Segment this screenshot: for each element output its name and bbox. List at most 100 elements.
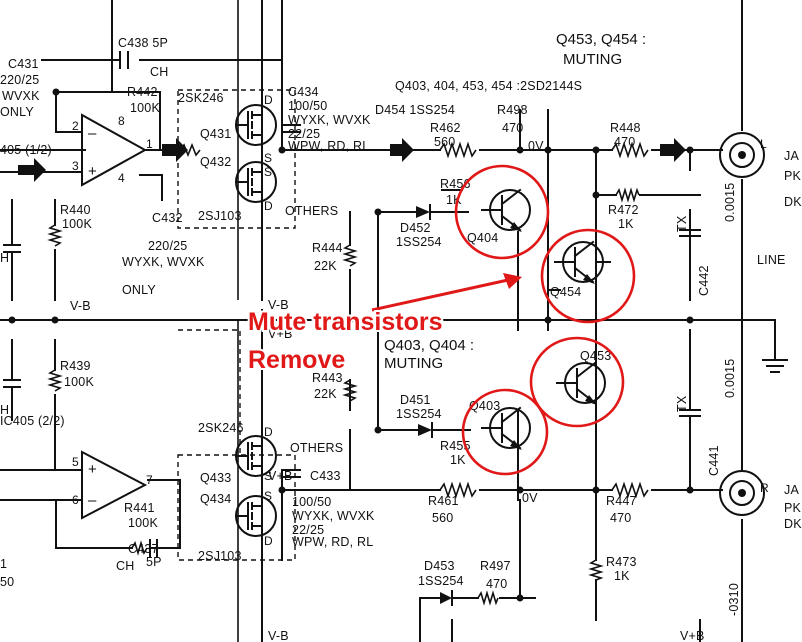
label-0v-top: 0V <box>528 139 544 153</box>
fet-q434 <box>235 495 277 537</box>
label-fet-type-1: 2SK246 <box>178 91 224 105</box>
pin-numbers: 8 1 4 2 3 5 6 7 <box>72 114 153 507</box>
label-ch-bottom: CH <box>116 559 134 573</box>
label-ic405-2: IC405 (2/2) <box>0 414 65 428</box>
signal-arrows <box>18 138 686 182</box>
label-c431: C431 220/25 WVXK ONLY <box>0 57 40 119</box>
svg-text:560: 560 <box>434 135 455 149</box>
svg-text:WVXK: WVXK <box>2 89 40 103</box>
label-d452: D452 1SS254 <box>396 221 441 249</box>
svg-text:R462: R462 <box>430 121 461 135</box>
svg-text:R448: R448 <box>610 121 641 135</box>
svg-text:S: S <box>264 489 272 503</box>
svg-text:H: H <box>0 403 9 417</box>
svg-text:6: 6 <box>72 493 79 507</box>
edge-fragments: H H 1 50 -0310 <box>0 251 741 616</box>
svg-text:JA: JA <box>784 483 799 497</box>
fet-q433 <box>235 435 277 477</box>
svg-text:D453: D453 <box>424 559 455 573</box>
svg-text:220/25: 220/25 <box>0 73 39 87</box>
capacitors <box>3 51 301 557</box>
svg-text:470: 470 <box>486 577 507 591</box>
svg-text:R443: R443 <box>312 371 343 385</box>
op-amp-ic405-1: – + <box>81 113 148 187</box>
svg-text:L: L <box>760 137 767 151</box>
svg-text:R440: R440 <box>60 203 91 217</box>
svg-text:D: D <box>264 93 273 107</box>
label-r443: R443 22K <box>312 371 343 401</box>
label-r444: R444 22K <box>312 241 343 273</box>
annotation-line-2: Remove <box>248 346 345 374</box>
label-r440: R440 100K <box>60 203 92 231</box>
resistors <box>47 141 649 606</box>
svg-text:S: S <box>264 469 272 483</box>
svg-text:100K: 100K <box>128 516 158 530</box>
diodes <box>416 204 453 606</box>
svg-text:R472: R472 <box>608 203 639 217</box>
label-c441-value: 0.0015 <box>723 359 737 398</box>
label-r448: R448 470 <box>610 121 641 149</box>
label-c432: C432 220/25 WYXK, WVXK ONLY <box>122 211 205 297</box>
label-r455: R455 1K <box>440 439 471 467</box>
svg-text:R444: R444 <box>312 241 343 255</box>
svg-text:3: 3 <box>72 159 79 173</box>
label-v-plus-b-1: V+B <box>268 327 293 341</box>
svg-text:7: 7 <box>146 473 153 487</box>
label-jack-bottom: JA PK DK R <box>760 481 802 531</box>
label-r461: R461 560 <box>428 494 458 525</box>
label-r441: R441 100K <box>124 501 158 530</box>
svg-text:R455: R455 <box>440 439 471 453</box>
svg-text:50: 50 <box>0 575 14 589</box>
svg-text:4: 4 <box>118 171 125 185</box>
svg-text:R439: R439 <box>60 359 91 373</box>
transistor-q454-symbol <box>554 240 604 284</box>
label-q434: Q434 <box>200 492 231 506</box>
svg-text:MUTING: MUTING <box>384 355 443 372</box>
label-v-plus-b-2: V+B <box>268 469 293 483</box>
label-v-b-1: V-B <box>70 299 91 313</box>
svg-text:D452: D452 <box>400 221 431 235</box>
svg-text:5: 5 <box>72 455 79 469</box>
svg-text:WPW, RD, RL: WPW, RD, RL <box>288 139 369 153</box>
svg-text:1SS254: 1SS254 <box>418 574 464 588</box>
svg-text:D: D <box>264 425 273 439</box>
label-d454: D454 1SS254 <box>375 103 455 117</box>
label-v-b-3: V-B <box>268 629 289 642</box>
svg-text:22/25: 22/25 <box>288 127 320 141</box>
highlight-circle-q403 <box>461 388 549 476</box>
label-fet-type-1b: 2SK246 <box>198 421 244 435</box>
svg-text:DK: DK <box>784 195 802 209</box>
label-c433-notes: 100/50 WYXK, WVXK 22/25 WPW, RD, RL <box>292 495 375 549</box>
svg-text:ONLY: ONLY <box>0 105 34 119</box>
title-block: Q453, Q454 : MUTING <box>556 31 646 68</box>
label-r473: R473 1K <box>606 555 636 583</box>
svg-text:R497: R497 <box>480 559 511 573</box>
mute-group-2-label: Q403, Q404 : MUTING <box>384 337 474 372</box>
svg-text:WYXK, WVXK: WYXK, WVXK <box>122 255 205 269</box>
label-fet-type-2b: 2SJ103 <box>198 549 242 563</box>
svg-text:+: + <box>88 163 97 180</box>
label-0v-bottom: 0V <box>522 491 538 505</box>
svg-text:470: 470 <box>610 511 631 525</box>
junction-dots <box>8 88 694 602</box>
transistor-note: Q403, 404, 453, 454 :2SD2144S <box>395 79 582 93</box>
label-q431: Q431 <box>200 127 231 141</box>
label-q453: Q453 <box>580 349 611 363</box>
transistor-q404-symbol <box>481 188 531 232</box>
svg-text:470: 470 <box>614 135 635 149</box>
svg-text:PK: PK <box>784 501 802 515</box>
svg-text:–: – <box>88 125 97 142</box>
label-c438: C438 5P <box>118 36 168 50</box>
fet-q431 <box>235 104 277 146</box>
svg-text:R498: R498 <box>497 103 528 117</box>
svg-text:C432: C432 <box>152 211 183 225</box>
svg-text:100K: 100K <box>62 217 92 231</box>
output-jack-bottom <box>719 470 765 516</box>
svg-text:+: + <box>88 461 97 478</box>
label-r442: R442 100K <box>127 85 160 115</box>
svg-text:DK: DK <box>784 517 802 531</box>
label-r497: R497 470 <box>480 559 511 591</box>
svg-text:8: 8 <box>118 114 125 128</box>
